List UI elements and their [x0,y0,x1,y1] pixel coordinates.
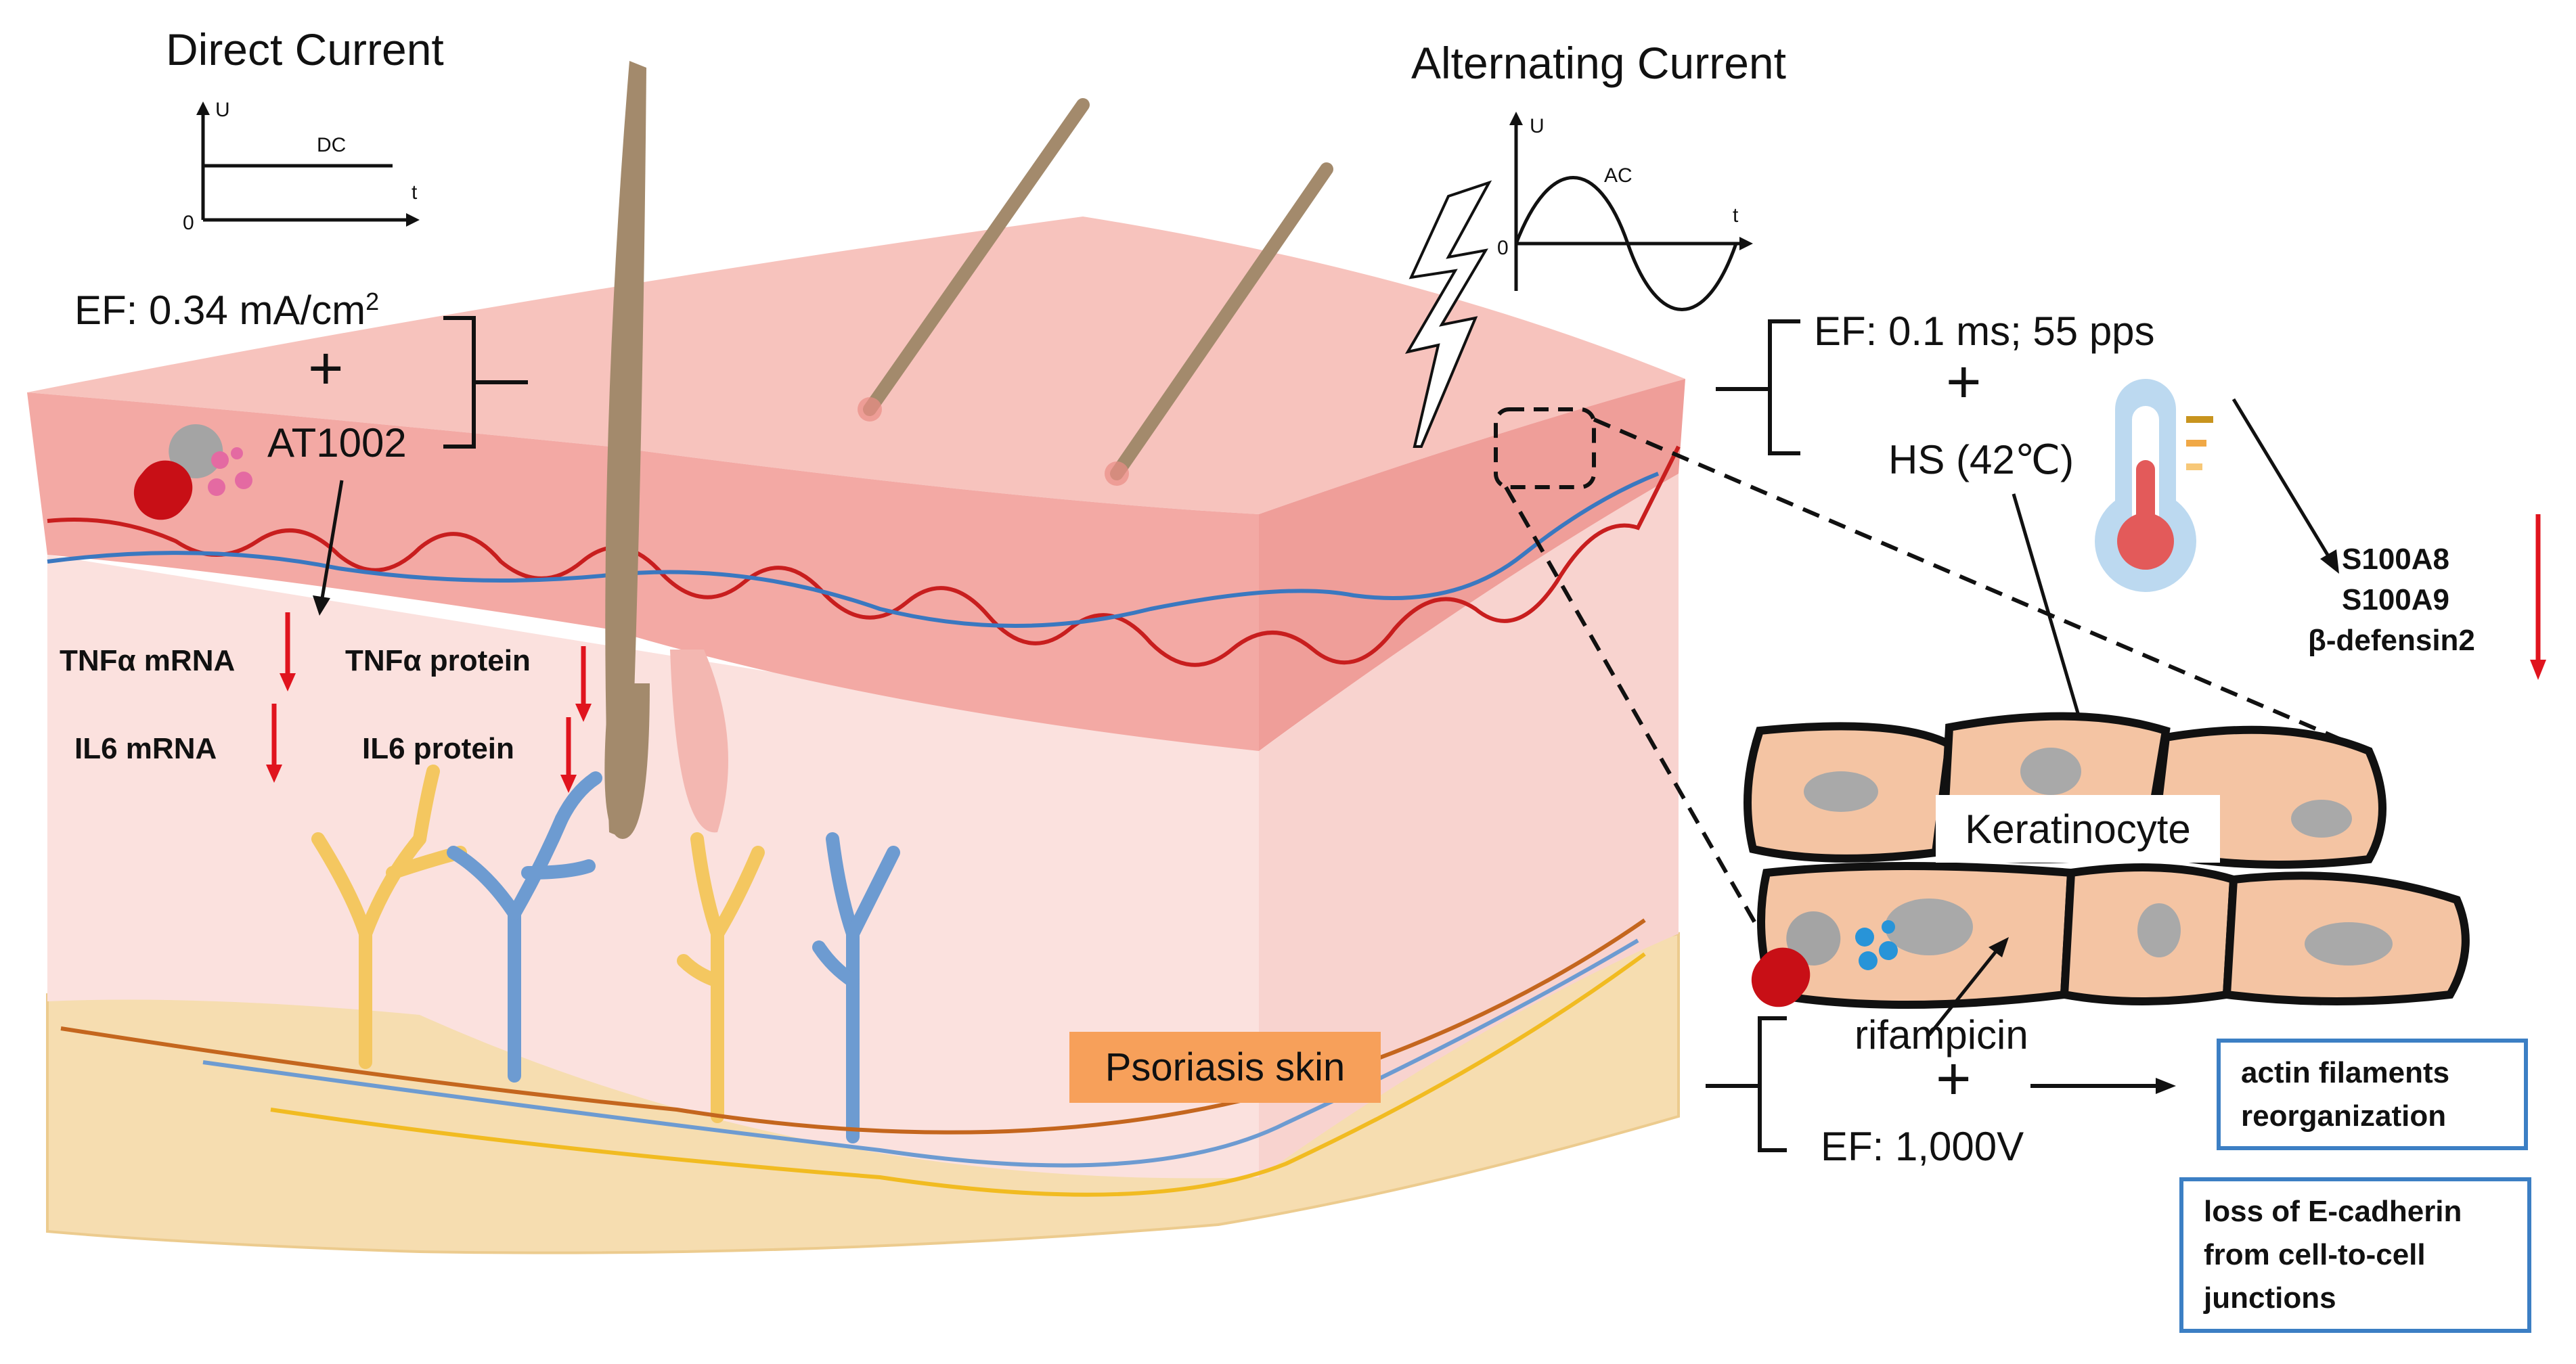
dc-ef-sup: 2 [365,288,380,315]
lightning-icon [1404,180,1492,448]
thermometer-icon [2095,379,2213,592]
outcome-actin-line2: reorganization [2241,1099,2447,1133]
hair-short-1 [863,98,1090,416]
ac-curve-label: AC [1604,164,1633,187]
capsule-icon-2 [1751,911,1841,1007]
vessel-tree-yellow-2 [677,832,765,1123]
ac-ef-label: EF: 0.1 ms; 55 pps [1814,309,2155,354]
dc-title: Direct Current [166,24,444,74]
outcome-ecadherin-line1: loss of E-cadherin [2204,1195,2462,1229]
ac-effect-s100a9: S100A9 [2342,583,2450,616]
zoom-region [1494,407,1596,489]
psoriasis-skin-label: Psoriasis skin [1069,1032,1381,1103]
hair-bulb [604,683,650,839]
dc-drug-label: AT1002 [267,420,407,465]
hv-plus: + [1936,1045,1972,1113]
dc-effect-tnf-mrna: TNFα mRNA [60,644,236,677]
epidermis-top [27,217,1685,514]
nerve-blue [47,472,1660,628]
ac-effect-bdefensin2: β-defensin2 [2308,624,2475,657]
dermis-front [47,555,1259,1179]
dc-effect-tnf-protein: TNFα protein [345,644,531,677]
hv-ef-label: EF: 1,000V [1821,1124,2024,1169]
keratinocyte-label: Keratinocyte [1936,795,2220,863]
vessel-brown [60,918,1646,1135]
outcome-actin-line1: actin filaments [2241,1055,2450,1089]
outcome-actin-box: actin filaments reorganization [2217,1039,2528,1150]
nerve-red [47,445,1681,667]
ac-waveform [1514,176,1738,311]
vessel-tree-blue-1 [447,771,602,1083]
hv-drug-label: rifampicin [1855,1012,2028,1058]
dc-ef-text: EF: 0.34 mA/cm [74,288,366,333]
hair-follicle [605,61,646,836]
dc-curve-label: DC [317,134,347,156]
dc-ef-label: EF: 0.34 mA/cm2 [74,290,379,331]
capsule-icon [133,424,223,520]
vessel-blue [202,938,1639,1168]
ac-hs-label: HS (42℃) [1888,437,2074,482]
dc-axis-x: t [412,181,418,204]
ac-title: Alternating Current [1411,38,1786,88]
dc-origin: 0 [183,212,194,234]
ac-plus: + [1946,348,1982,416]
dc-plus: + [308,335,344,403]
ac-effect-s100a8: S100A8 [2342,543,2450,576]
hair-short-2 [1110,162,1333,480]
sebaceous-gland [670,650,728,833]
outcome-ecadherin-line2: from cell-to-cell [2204,1238,2426,1272]
ac-axis-x: t [1733,204,1739,227]
ac-axis-y: U [1530,115,1545,137]
outcome-ecadherin-line3: junctions [2204,1281,2336,1315]
outcome-ecadherin-box: loss of E-cadherin from cell-to-cell jun… [2179,1177,2531,1333]
vessel-yellow [270,952,1646,1197]
vessel-tree-blue-2 [812,832,900,1143]
dc-axis-y: U [215,99,230,121]
dc-effect-il6-mrna: IL6 mRNA [74,732,217,765]
dc-effect-il6-protein: IL6 protein [362,732,514,765]
ac-origin: 0 [1497,237,1509,259]
dermis-side [1259,447,1679,1177]
